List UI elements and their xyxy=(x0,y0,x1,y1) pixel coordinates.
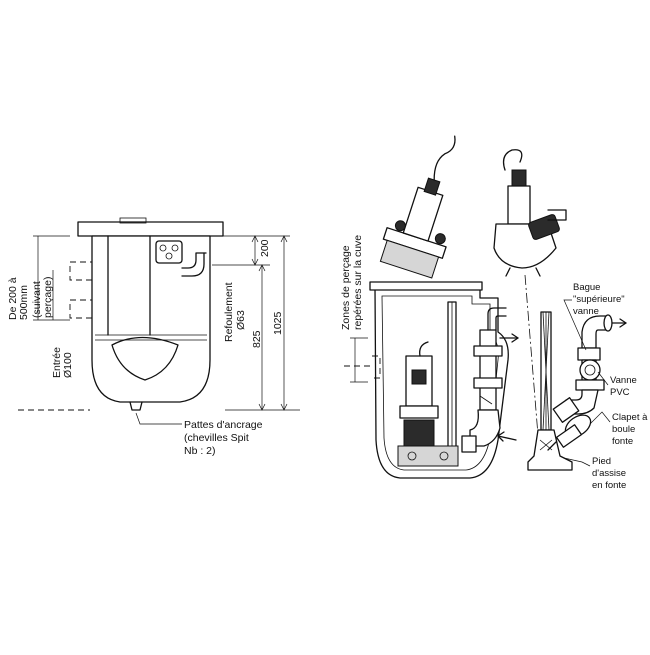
outlet-label: Refoulement Ø63 xyxy=(223,280,247,342)
hanging-pump-right xyxy=(493,149,567,277)
inlet-label: Entrée Ø100 xyxy=(51,344,74,378)
foot-label: Pied d'assise en fonte xyxy=(592,456,629,491)
tank-body xyxy=(91,235,211,403)
valve-assembly xyxy=(547,314,627,451)
ring-leader xyxy=(563,299,587,351)
internal-elbow xyxy=(469,409,501,447)
outlet-pipe xyxy=(181,252,207,269)
pump-cable-right xyxy=(502,149,523,171)
top-elbow xyxy=(581,315,607,349)
inlet-zone-upper xyxy=(69,261,93,281)
hanging-pump-motor xyxy=(507,185,531,225)
pump-cable xyxy=(433,135,456,181)
inlet-zone-lower xyxy=(69,299,93,319)
cast-iron-foot xyxy=(527,429,573,471)
internal-pump-base xyxy=(403,419,435,447)
valve-leader xyxy=(597,371,609,386)
ring-label: Bague "supérieure" vanne xyxy=(573,282,627,317)
check-valve-leader xyxy=(589,411,611,425)
tank-cover xyxy=(77,221,224,237)
dim-1025: 1025 xyxy=(272,311,284,335)
foot-leader xyxy=(563,457,591,467)
dim-200: 200 xyxy=(259,239,271,257)
pump-foot xyxy=(397,445,459,467)
depth-label-note: (suivant perçage) xyxy=(31,277,54,318)
check-valve-label: Clapet à boule fonte xyxy=(612,412,650,447)
dim-825: 825 xyxy=(251,330,263,348)
cover-handle xyxy=(119,217,147,224)
lifted-pump-motor xyxy=(402,186,444,242)
anchor-leader xyxy=(135,412,182,425)
drill-zone-label: Zones de perçage repérées sur la cuve xyxy=(340,235,364,330)
pump-housing xyxy=(111,336,179,381)
left-tank-elevation: De 200 à 500mm (suivant perçage) Entrée … xyxy=(7,217,300,457)
pvc-valve xyxy=(579,359,601,381)
upper-ring xyxy=(577,347,601,361)
anchor-label: Pattes d'ancrage (chevilles Spit Nb : 2) xyxy=(184,419,265,457)
lifted-pump-left xyxy=(379,135,456,279)
valve-label: Vanne PVC xyxy=(610,375,639,398)
anchor-foot xyxy=(129,401,143,411)
tank-rim xyxy=(369,281,483,291)
depth-label: De 200 à 500mm xyxy=(7,274,30,320)
outlet-flange xyxy=(155,240,183,264)
right-cutaway-view: Zones de perçage repérées sur la cuve xyxy=(340,135,650,491)
